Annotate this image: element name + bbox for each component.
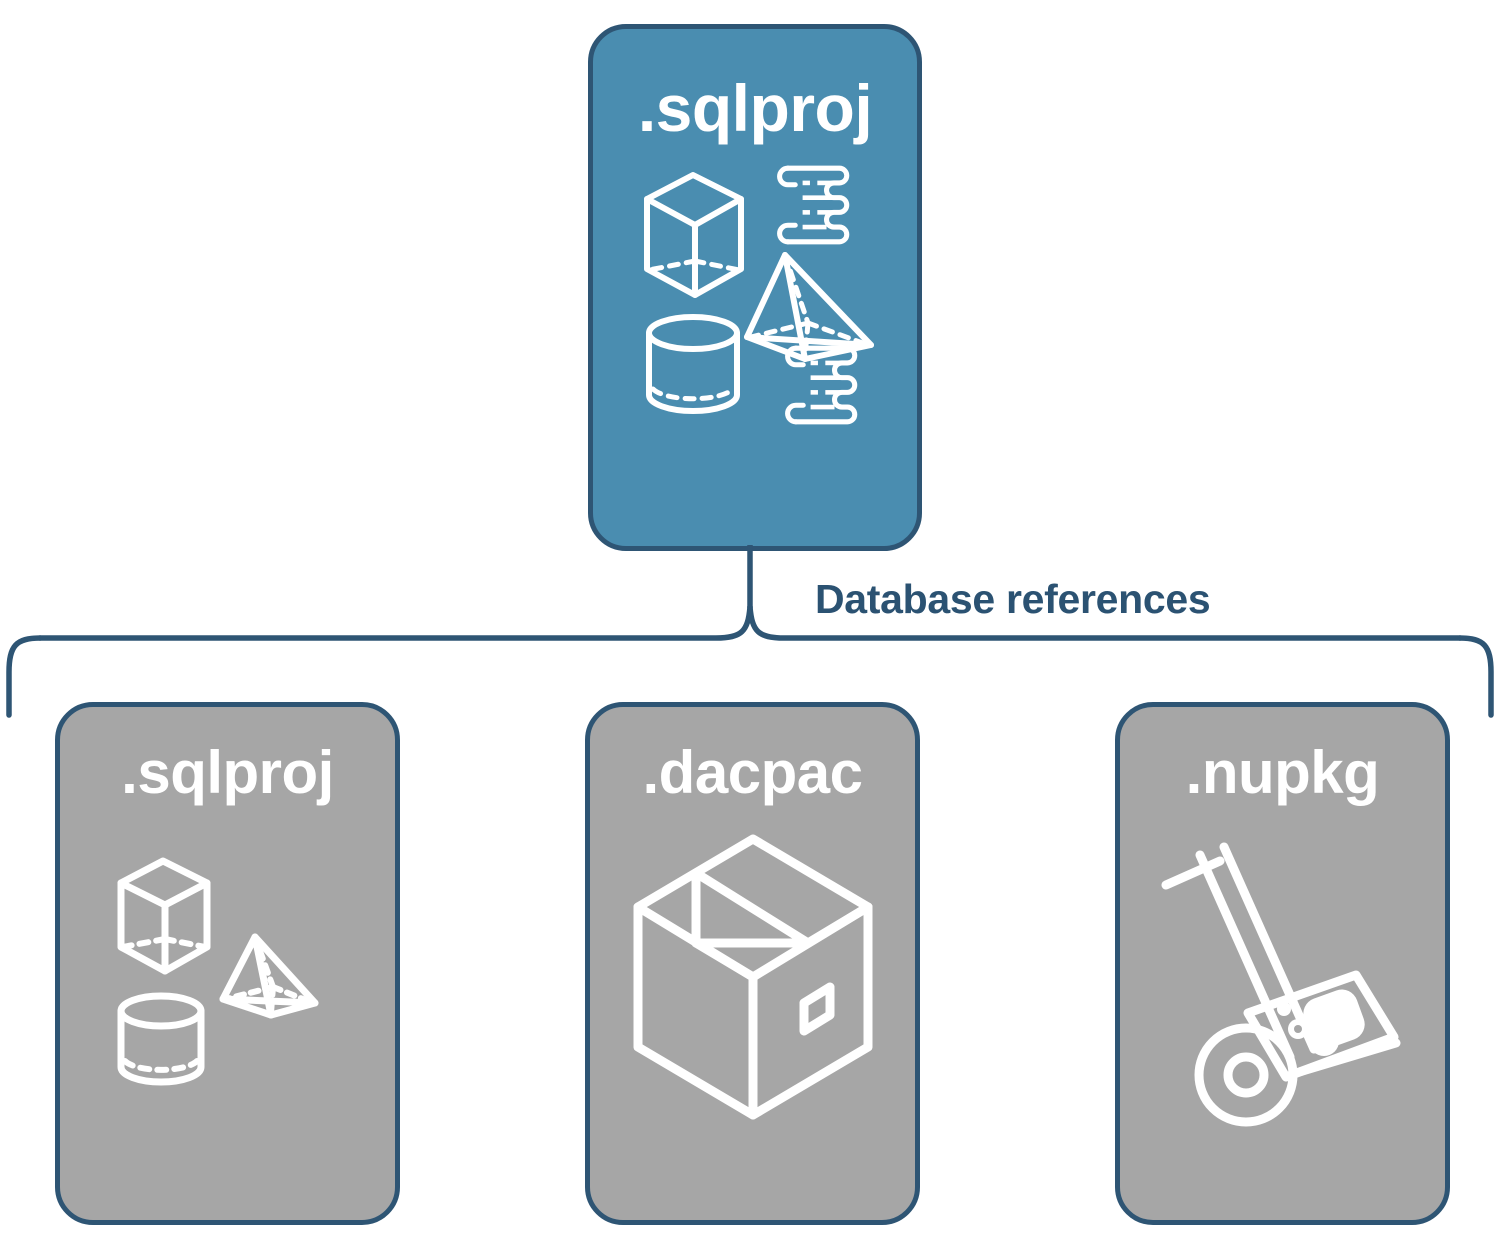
cylinder-wireframe-icon — [117, 992, 204, 1086]
node-child-sqlproj[interactable]: .sqlproj — [55, 702, 400, 1225]
root-icon-group — [635, 157, 875, 437]
cylinder-wireframe-icon — [646, 314, 740, 414]
node-child-dacpac-title: .dacpac — [642, 739, 863, 806]
nuget-glyph-cutouts — [1293, 1025, 1302, 1033]
brace-label: Database references — [815, 576, 1211, 622]
pyramid-wireframe-icon — [744, 252, 874, 362]
hand-truck-nuget-icon — [1161, 842, 1400, 1127]
node-child-dacpac[interactable]: .dacpac — [585, 702, 920, 1225]
scroll-script-icon-bottom — [785, 345, 858, 425]
node-child-nupkg[interactable]: .nupkg — [1115, 702, 1450, 1225]
scroll-script-icon-top — [777, 165, 850, 245]
node-child-nupkg-title: .nupkg — [1185, 739, 1380, 806]
node-child-sqlproj-title: .sqlproj — [121, 739, 334, 806]
package-box-icon — [633, 834, 872, 1120]
child-sqlproj-icons-svg — [117, 857, 318, 1086]
hand-truck-svg — [1161, 842, 1400, 1127]
pyramid-wireframe-icon — [219, 933, 318, 1019]
node-root-title: .sqlproj — [637, 71, 873, 145]
package-box-svg — [633, 834, 872, 1120]
child-dacpac-icon-group — [608, 825, 898, 1135]
node-root-sqlproj[interactable]: .sqlproj — [588, 24, 922, 551]
brace-connector — [6, 545, 1494, 718]
child-nupkg-icon-group — [1138, 825, 1428, 1135]
child-sqlproj-icon-group — [83, 825, 373, 1135]
cube-wireframe-icon — [644, 172, 744, 298]
root-icons-svg — [644, 165, 874, 425]
nuget-glyph — [1276, 989, 1365, 1056]
cube-wireframe-icon — [117, 857, 210, 975]
